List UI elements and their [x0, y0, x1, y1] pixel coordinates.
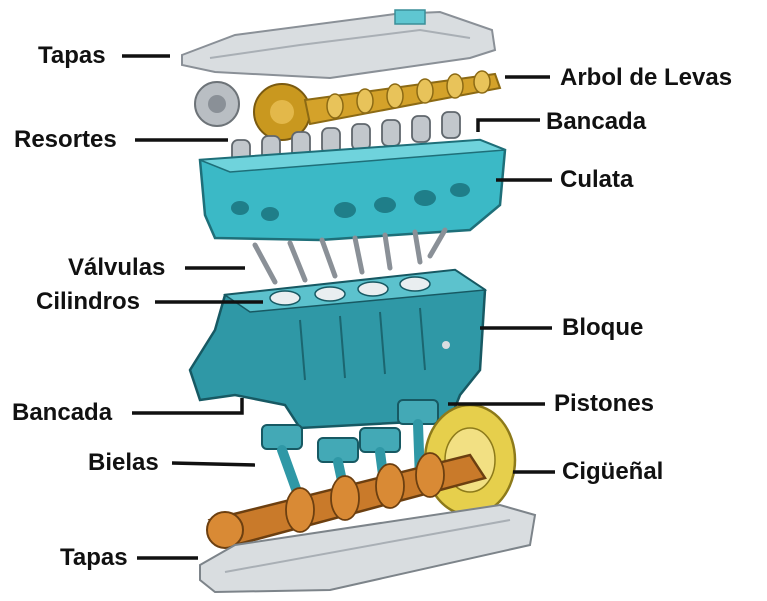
label-pistones: Pistones	[554, 392, 654, 416]
leader-bielas	[172, 463, 255, 465]
label-culata: Culata	[560, 168, 633, 192]
label-bielas: Bielas	[88, 451, 159, 475]
engine-block	[190, 270, 485, 428]
label-valvulas: Válvulas	[68, 256, 165, 280]
label-resortes: Resortes	[14, 128, 117, 152]
leader-bancada-top	[478, 120, 540, 132]
label-arbol-de-levas: Arbol de Levas	[560, 66, 732, 90]
label-cilindros: Cilindros	[36, 290, 140, 314]
label-bloque: Bloque	[562, 316, 643, 340]
top-valve-cover	[182, 10, 495, 78]
label-tapas-bottom: Tapas	[60, 546, 128, 570]
label-tapas-top: Tapas	[38, 44, 106, 68]
label-bancada-bottom: Bancada	[12, 401, 112, 425]
label-bancada-top: Bancada	[546, 110, 646, 134]
leader-bancada-bottom	[132, 398, 242, 413]
label-ciguenal: Cigüeñal	[562, 460, 663, 484]
